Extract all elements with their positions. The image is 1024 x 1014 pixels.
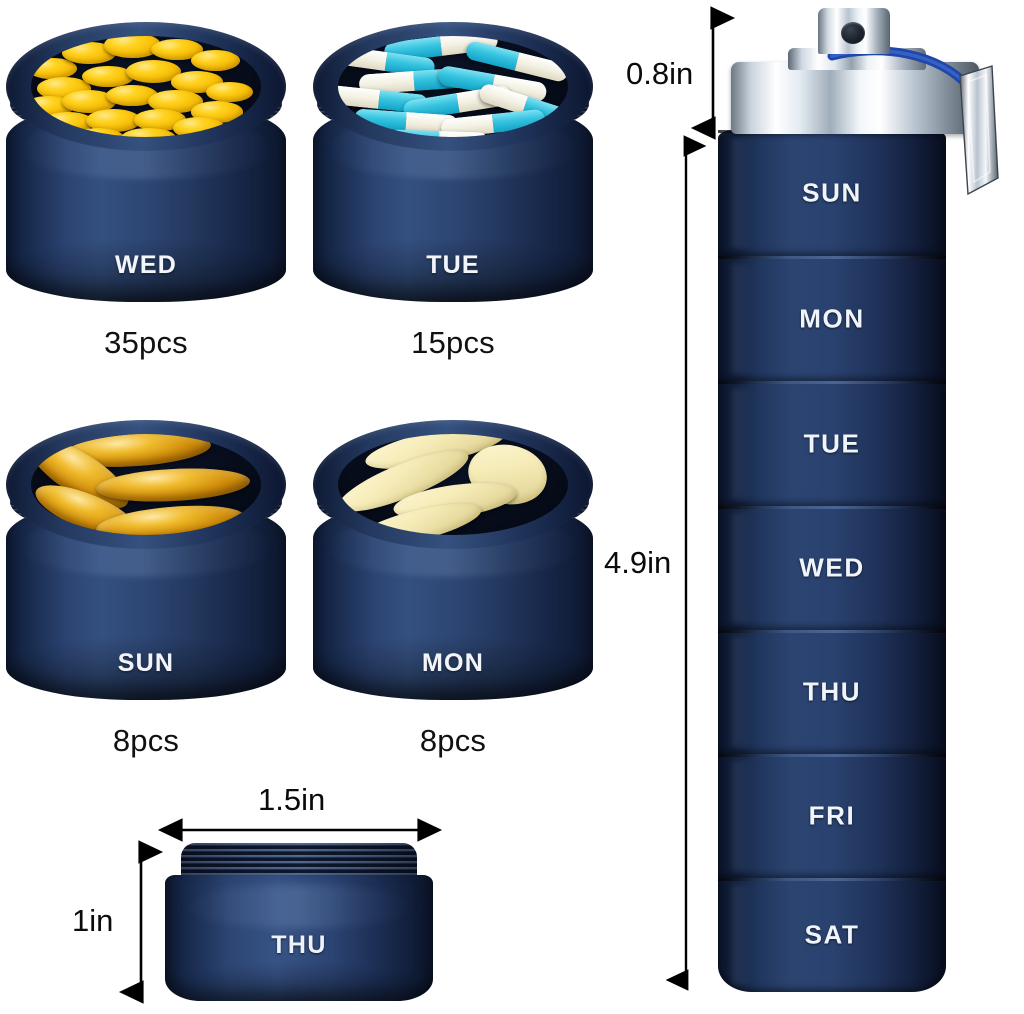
tower-label-wed: WED <box>799 552 865 583</box>
stacked-tower: SUN MON TUE WED THU FRI SAT <box>718 130 946 992</box>
width-dimension-label: 1.5in <box>258 782 326 817</box>
tower-label-mon: MON <box>799 303 865 333</box>
body-height-label: 4.9in <box>604 545 672 580</box>
pcs-caption-sun: 8pcs <box>112 723 180 758</box>
thu-body <box>165 874 433 1001</box>
open-jar-mon: MON <box>313 420 593 700</box>
cap-height-label: 0.8in <box>626 56 694 91</box>
tower-segment-thu: THU <box>718 630 946 754</box>
pill-group-capsules <box>338 36 568 137</box>
jar-day-label-wed: WED <box>115 250 177 279</box>
tower-segment-sun: SUN <box>718 130 946 256</box>
width-dimension-arrow <box>157 818 443 842</box>
single-compartment-thu: THU <box>165 843 433 1001</box>
pcs-caption-wed: 35pcs <box>104 325 188 360</box>
jar-cavity-wed <box>31 36 261 137</box>
tower-label-tue: TUE <box>803 428 861 458</box>
jar-cavity-tue <box>338 36 568 137</box>
tower-segment-mon: MON <box>718 256 946 381</box>
jar-day-label-tue: TUE <box>426 250 480 279</box>
jar-cavity-mon <box>338 434 568 535</box>
pill-group-yellow <box>31 36 261 137</box>
pcs-caption-tue: 15pcs <box>411 325 495 360</box>
tower-label-sat: SAT <box>804 919 860 950</box>
height-dimension-label: 1in <box>72 903 114 938</box>
open-jar-tue: TUE <box>313 22 593 302</box>
tower-segment-fri: FRI <box>718 754 946 878</box>
tower-label-sun: SUN <box>802 177 862 208</box>
tower-segment-wed: WED <box>718 506 946 630</box>
tower-segment-sat: SAT <box>718 878 946 992</box>
open-jar-wed: WED <box>6 22 286 302</box>
open-jar-sun: SUN <box>6 420 286 700</box>
carabiner-clip-icon <box>959 65 999 196</box>
jar-cavity-sun <box>31 434 261 535</box>
body-height-arrow <box>665 135 707 991</box>
thu-day-label: THU <box>271 931 327 960</box>
tower-segment-tue: TUE <box>718 381 946 506</box>
tower-label-thu: THU <box>802 676 862 707</box>
pill-group-cream <box>338 434 568 535</box>
height-dimension-arrow <box>118 840 164 1004</box>
pill-group-softgels <box>31 434 261 535</box>
jar-day-label-mon: MON <box>422 648 484 677</box>
tower-cap <box>731 62 979 134</box>
jar-day-label-sun: SUN <box>117 648 175 677</box>
tower-label-fri: FRI <box>808 800 856 831</box>
cap-height-arrow <box>690 6 736 140</box>
pcs-caption-mon: 8pcs <box>419 723 487 758</box>
tower-cap-eyelet <box>841 22 865 44</box>
